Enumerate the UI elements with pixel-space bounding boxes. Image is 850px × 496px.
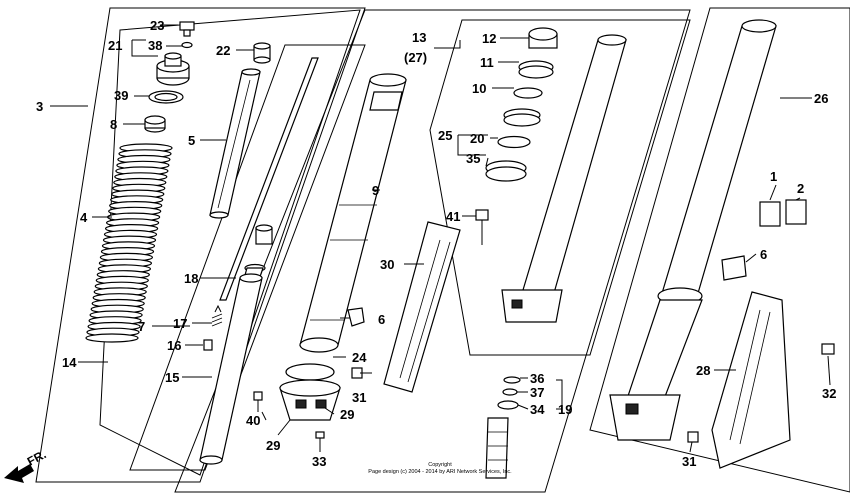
label-26: 26 (814, 91, 828, 106)
label-31b: 31 (682, 454, 696, 469)
label-6a: 6 (378, 312, 385, 327)
part-slider-pipe (199, 273, 263, 465)
label-27: (27) (404, 50, 427, 65)
label-25: 25 (438, 128, 452, 143)
label-29a: 29 (266, 438, 280, 453)
part-washer (181, 41, 193, 49)
label-7: 7 (138, 319, 145, 334)
copyright-line1: Copyright (428, 462, 452, 468)
part-small-piece (203, 339, 213, 351)
part-bolt-32 (821, 343, 835, 355)
label-12: 12 (482, 31, 496, 46)
label-28: 28 (696, 363, 710, 378)
part-fork-spring (85, 143, 173, 343)
label-19: 19 (558, 402, 572, 417)
label-20: 20 (470, 131, 484, 146)
part-bolt-41 (475, 209, 489, 245)
part-clip-6 (347, 307, 365, 327)
label-32: 32 (822, 386, 836, 401)
part-collar (253, 42, 271, 64)
part-clip-6b (721, 255, 747, 281)
part-fork-guard-28 (711, 291, 791, 469)
copyright-notice: Copyright Page design (c) 2004 - 2014 by… (368, 462, 512, 475)
label-4: 4 (80, 210, 88, 225)
label-40: 40 (246, 413, 260, 428)
part-bracket-1 (759, 201, 781, 227)
label-30: 30 (380, 257, 394, 272)
label-5: 5 (188, 133, 195, 148)
part-axle-holder (279, 379, 341, 421)
part-fork-guard (383, 221, 461, 393)
label-35: 35 (466, 151, 480, 166)
label-15: 15 (165, 370, 179, 385)
leader-lines (50, 24, 831, 453)
part-spring-guide (209, 68, 261, 219)
label-38: 38 (148, 38, 162, 53)
label-34: 34 (530, 402, 545, 417)
spring-coil (85, 333, 139, 343)
label-37: 37 (530, 385, 544, 400)
label-8: 8 (110, 117, 117, 132)
label-13: 13 (412, 30, 426, 45)
label-29b: 29 (340, 407, 354, 422)
part-number-labels: 23 21 38 3 39 8 4 14 22 5 18 7 17 16 15 … (36, 18, 836, 469)
label-6b: 6 (760, 247, 767, 262)
label-21: 21 (108, 38, 122, 53)
label-11: 11 (480, 55, 494, 70)
label-9: 9 (372, 183, 379, 198)
part-small-spring (211, 304, 223, 327)
label-14: 14 (62, 355, 77, 370)
part-inner-tube (501, 34, 627, 323)
label-33: 33 (312, 454, 326, 469)
copyright-line2: Page design (c) 2004 - 2014 by ARI Netwo… (368, 469, 512, 475)
part-bolt-40 (253, 391, 263, 412)
part-spacer (144, 115, 166, 133)
part-assembled-fork (609, 19, 777, 441)
label-10: 10 (472, 81, 486, 96)
part-bearing-stack (485, 27, 558, 182)
label-18: 18 (184, 271, 198, 286)
label-41: 41 (446, 209, 460, 224)
label-1: 1 (770, 169, 777, 184)
front-direction-indicator: FR. (4, 447, 48, 483)
label-2: 2 (797, 181, 804, 196)
label-23: 23 (150, 18, 164, 33)
part-cap-bolt (179, 21, 195, 37)
part-bolt-33 (315, 431, 325, 439)
part-fork-tube (299, 73, 407, 353)
label-24: 24 (352, 350, 367, 365)
label-16: 16 (167, 338, 181, 353)
label-17: 17 (173, 316, 187, 331)
part-oil-seal-ring (285, 363, 335, 381)
part-fork-cap (156, 52, 190, 86)
label-3: 3 (36, 99, 43, 114)
label-39: 39 (114, 88, 128, 103)
part-bolt-31b (687, 431, 699, 443)
label-22: 22 (216, 43, 230, 58)
part-o-ring-inner (154, 92, 178, 102)
label-36: 36 (530, 371, 544, 386)
label-31a: 31 (352, 390, 366, 405)
part-bracket-2 (785, 199, 807, 225)
part-dust-seal-stack (485, 376, 521, 479)
